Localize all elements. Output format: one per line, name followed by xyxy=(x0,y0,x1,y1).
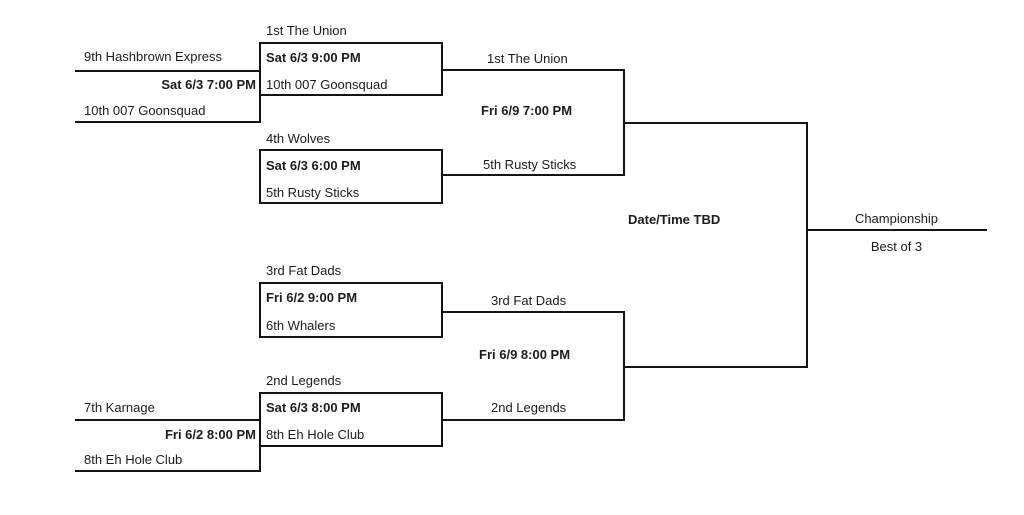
round1-match1-top-team: 9th Hashbrown Express xyxy=(84,49,223,64)
bracket-line xyxy=(441,419,625,421)
quarterfinal3-match-box xyxy=(259,282,443,338)
quarterfinal2-bottom-team: 5th Rusty Sticks xyxy=(266,185,360,200)
quarterfinal2-datetime: Sat 6/3 6:00 PM xyxy=(266,158,361,173)
bracket-line xyxy=(806,122,808,368)
quarterfinal1-bottom-team: 10th 007 Goonsquad xyxy=(266,77,388,92)
bracket-line xyxy=(441,69,625,71)
round1-match2-bottom-team: 8th Eh Hole Club xyxy=(84,452,183,467)
championship-series-format: Best of 3 xyxy=(870,239,923,254)
final-datetime-label: Date/Time TBD xyxy=(628,212,721,227)
bracket-line xyxy=(75,419,261,421)
bracket-line xyxy=(441,174,625,176)
bracket-line xyxy=(623,366,808,368)
quarterfinal3-top-team: 3rd Fat Dads xyxy=(266,263,342,278)
quarterfinal4-match-box xyxy=(259,392,443,447)
bracket-line xyxy=(441,311,625,313)
bracket-line xyxy=(75,70,261,72)
round1-match1-datetime: Sat 6/3 7:00 PM xyxy=(161,77,256,92)
bracket-line xyxy=(623,122,808,124)
bracket-line xyxy=(75,121,261,123)
semifinal1-top-team: 1st The Union xyxy=(487,51,568,66)
semifinal2-top-team: 3rd Fat Dads xyxy=(491,293,567,308)
round1-match2-top-team: 7th Karnage xyxy=(84,400,155,415)
round1-match1-bottom-team: 10th 007 Goonsquad xyxy=(84,103,206,118)
semifinal2-bottom-team: 2nd Legends xyxy=(491,400,567,415)
quarterfinal4-bottom-team: 8th Eh Hole Club xyxy=(266,427,365,442)
quarterfinal1-match-box xyxy=(259,42,443,96)
bracket-line xyxy=(75,470,261,472)
quarterfinal1-top-team: 1st The Union xyxy=(266,23,347,38)
semifinal2-datetime: Fri 6/9 8:00 PM xyxy=(479,347,571,362)
quarterfinal1-datetime: Sat 6/3 9:00 PM xyxy=(266,50,361,65)
quarterfinal2-top-team: 4th Wolves xyxy=(266,131,331,146)
bracket-line xyxy=(806,229,987,231)
championship-title: Championship xyxy=(854,211,939,226)
semifinal1-datetime: Fri 6/9 7:00 PM xyxy=(481,103,573,118)
quarterfinal4-top-team: 2nd Legends xyxy=(266,373,342,388)
bracket-line xyxy=(259,70,261,123)
quarterfinal3-bottom-team: 6th Whalers xyxy=(266,318,336,333)
quarterfinal3-datetime: Fri 6/2 9:00 PM xyxy=(266,290,358,305)
quarterfinal2-match-box xyxy=(259,149,443,204)
round1-match2-datetime: Fri 6/2 8:00 PM xyxy=(164,427,256,442)
semifinal1-bottom-team: 5th Rusty Sticks xyxy=(483,157,577,172)
quarterfinal4-datetime: Sat 6/3 8:00 PM xyxy=(266,400,361,415)
